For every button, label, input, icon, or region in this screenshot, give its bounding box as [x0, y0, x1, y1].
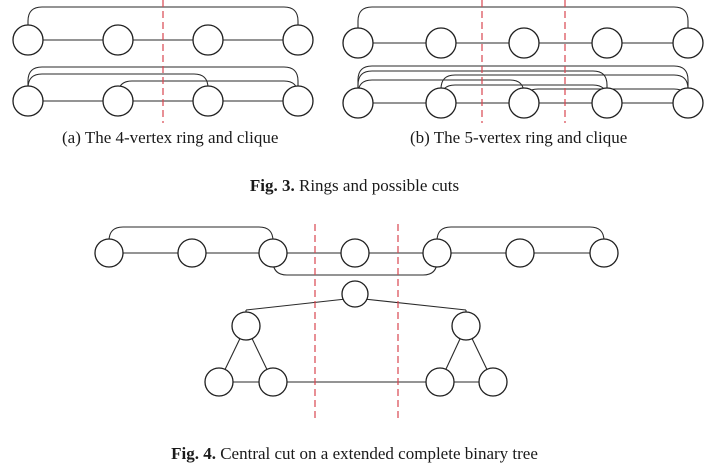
path-skip-edge-left — [108, 226, 274, 253]
clique-edge-1-5 — [357, 65, 689, 103]
fig3a-ring-graph — [12, 6, 314, 56]
vertex — [508, 87, 540, 119]
vertex — [102, 85, 134, 117]
vertex — [177, 238, 207, 268]
vertex — [12, 85, 44, 117]
tree-vertex — [425, 367, 455, 397]
caption-subfig-a-text: The 4-vertex ring and clique — [84, 128, 279, 147]
vertex — [672, 87, 704, 119]
tree-edge — [245, 297, 356, 311]
tree-vertex — [451, 311, 481, 341]
fig4-binary-tree-graph — [94, 226, 619, 397]
caption-subfig-a: (a) The 4-vertex ring and clique — [62, 129, 278, 146]
vertex — [102, 24, 134, 56]
vertex — [508, 27, 540, 59]
caption-fig3-text: Rings and possible cuts — [299, 176, 460, 195]
clique-edge-1-4 — [357, 70, 608, 103]
fig3b-clique-graph — [342, 65, 704, 119]
vertex — [340, 238, 370, 268]
tree-vertex — [231, 311, 261, 341]
caption-subfig-a-tag: (a) — [62, 128, 81, 147]
tree-vertex — [478, 367, 508, 397]
ring-wrap-edge — [357, 6, 689, 43]
caption-fig3-label: Fig. 3. — [249, 176, 295, 195]
caption-subfig-b: (b) The 5-vertex ring and clique — [410, 129, 627, 146]
caption-fig4-label: Fig. 4. — [171, 444, 216, 463]
vertex — [505, 238, 535, 268]
vertex — [258, 238, 288, 268]
vertex — [94, 238, 124, 268]
caption-fig4-text: Central cut on a extended complete binar… — [220, 444, 538, 463]
vertex — [591, 87, 623, 119]
vertex — [282, 85, 314, 117]
cut-lines — [162, 0, 566, 418]
tree-root-vertex — [341, 280, 369, 308]
vertex — [192, 85, 224, 117]
caption-subfig-b-tag: (b) — [410, 128, 430, 147]
caption-subfig-b-text: The 5-vertex ring and clique — [433, 128, 628, 147]
vertex — [589, 238, 619, 268]
tree-vertex — [204, 367, 234, 397]
vertex — [672, 27, 704, 59]
vertex — [12, 24, 44, 56]
vertex — [282, 24, 314, 56]
ring-wrap-edge — [27, 6, 299, 40]
vertex — [342, 87, 374, 119]
fig3b-ring-graph — [342, 6, 704, 59]
tree-edge — [354, 297, 467, 311]
vertex — [425, 27, 457, 59]
clique-edge-1-3 — [27, 73, 209, 101]
caption-fig3: Fig. 3. Rings and possible cuts — [0, 177, 709, 194]
path-skip-edge-right — [436, 226, 605, 253]
vertex — [591, 27, 623, 59]
caption-fig4: Fig. 4. Central cut on a extended comple… — [0, 445, 709, 462]
vertex — [425, 87, 457, 119]
tree-vertex — [258, 367, 288, 397]
vertex — [422, 238, 452, 268]
vertex — [192, 24, 224, 56]
vertex — [342, 27, 374, 59]
clique-edge-2-5 — [440, 74, 689, 103]
